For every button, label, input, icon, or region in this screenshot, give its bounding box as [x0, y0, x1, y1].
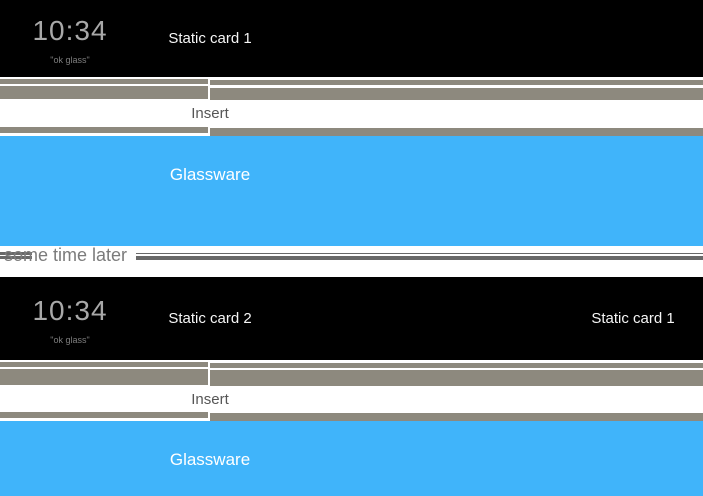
strip-bar [0, 412, 208, 418]
glassware-label: Glassware [169, 165, 251, 184]
divider-line [136, 252, 703, 254]
static-card-1-label: Static card 1 [168, 30, 252, 47]
strip-bar [0, 79, 208, 84]
insert-label: Insert [140, 100, 280, 126]
glassware-label: Glassware [169, 450, 251, 469]
divider-line [0, 252, 32, 255]
glassware-card: Glassware [0, 136, 703, 246]
static-card-2-label: Static card 2 [168, 310, 252, 327]
clock-time: 10:34 [32, 295, 108, 326]
clock-card: 10:34 "ok glass" [0, 0, 140, 94]
divider-line [136, 255, 703, 260]
clock-card: 10:34 "ok glass" [0, 277, 140, 380]
strip-bar [210, 87, 703, 100]
insert-label: Insert [140, 386, 280, 412]
timeline-row-1: 10:34 "ok glass" Static card 1 [0, 0, 703, 77]
strip-bar [210, 370, 703, 386]
timeline-row-2: 10:34 "ok glass" Static card 2 Static ca… [0, 277, 703, 360]
strip-bar [0, 85, 208, 99]
ok-glass-hint: "ok glass" [50, 335, 90, 345]
clock-time: 10:34 [32, 15, 108, 46]
strip-bar [0, 127, 208, 133]
strip-bar [210, 128, 703, 136]
glassware-card: Glassware [0, 421, 703, 496]
strip-bar [210, 413, 703, 421]
strip-bar [210, 80, 703, 85]
static-card-1-label: Static card 1 [591, 310, 675, 327]
strip-bar [0, 362, 208, 367]
ok-glass-hint: "ok glass" [50, 55, 90, 65]
strip-bar [210, 363, 703, 368]
strip-bar [0, 369, 208, 385]
divider-line [0, 256, 32, 259]
some-time-later-label: some time later [4, 245, 128, 265]
